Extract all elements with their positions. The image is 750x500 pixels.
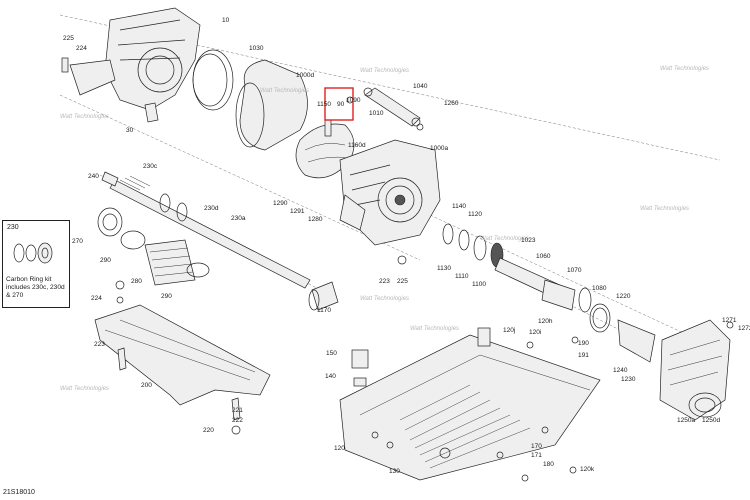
pump-shaft-components: [442, 223, 611, 333]
callout-230c: 230c: [143, 163, 158, 170]
callout-1040: 1040: [413, 83, 428, 90]
watermark-text: Watt Technologies: [360, 68, 409, 74]
callout-290: 290: [161, 293, 172, 300]
callout-222: 222: [232, 417, 243, 424]
callout-1220: 1220: [616, 293, 631, 300]
callout-200: 200: [141, 382, 152, 389]
watermark-text: Watt Technologies: [640, 206, 689, 212]
callout-1240: 1240: [613, 367, 628, 374]
carbon-ring-kit-box: 230 Carbon Ring kit includes 230c, 230d …: [2, 220, 70, 308]
callout-150: 150: [326, 350, 337, 357]
watermark-text: Watt Technologies: [260, 88, 309, 94]
callout-1030: 1030: [249, 45, 264, 52]
watermark-text: Watt Technologies: [360, 296, 409, 302]
callout-220: 220: [203, 427, 214, 434]
callout-224: 224: [76, 45, 87, 52]
callout-1250d: 1250d: [702, 417, 720, 424]
callout-1160d: 1160d: [348, 142, 366, 149]
kit-rings-illustration: [13, 242, 53, 264]
callout-1100: 1100: [472, 281, 486, 288]
callout-30: 30: [126, 127, 134, 134]
watermark-text: Watt Technologies: [60, 386, 109, 392]
callout-290: 290: [100, 257, 111, 264]
callout-1060: 1060: [536, 253, 551, 260]
watermark-text: Watt Technologies: [660, 66, 709, 72]
drive-shaft: [101, 171, 311, 289]
watermark-text: Watt Technologies: [410, 326, 459, 332]
shaft-boot: [97, 207, 210, 286]
callout-1000d: 1000d: [296, 72, 314, 79]
callout-223: 223: [379, 278, 390, 285]
callout-120k: 120k: [580, 466, 595, 473]
bearing-1170: [308, 281, 339, 311]
pump-cone: [617, 319, 731, 421]
callout-1271: 1271: [722, 317, 737, 324]
callout-190: 190: [578, 340, 589, 347]
callout-120i: 120i: [529, 329, 541, 336]
callout-1150: 1150: [317, 101, 331, 108]
callout-280: 280: [131, 278, 142, 285]
callout-140: 140: [325, 373, 336, 380]
callout-191: 191: [578, 352, 589, 359]
callout-171: 171: [531, 452, 542, 459]
callout-1280: 1280: [308, 216, 323, 223]
watermark-text: Watt Technologies: [60, 114, 109, 120]
callout-230a: 230a: [231, 215, 246, 222]
callout-1010: 1010: [369, 110, 384, 117]
callout-1230: 1230: [621, 376, 636, 383]
support-frame: [94, 304, 271, 435]
callout-90: 90: [337, 101, 345, 108]
hardware-fasteners: [115, 255, 734, 482]
callout-224: 224: [91, 295, 102, 302]
highlight-box: [324, 87, 354, 121]
callout-130: 130: [389, 468, 400, 475]
ride-plate: [339, 327, 601, 481]
pump-housing-top: [61, 7, 201, 123]
callout-225: 225: [63, 35, 74, 42]
callout-1080: 1080: [592, 285, 607, 292]
callout-10: 10: [222, 17, 230, 24]
callout-240: 240: [88, 173, 99, 180]
kit-note: Carbon Ring kit includes 230c, 230d & 27…: [6, 276, 65, 299]
callout-225: 225: [397, 278, 408, 285]
callout-230d: 230d: [204, 205, 219, 212]
wear-rings: [192, 49, 308, 151]
callout-1140: 1140: [452, 203, 466, 210]
callout-170: 170: [531, 443, 542, 450]
callout-180: 180: [543, 461, 554, 468]
pump-housing-main: [339, 139, 441, 246]
reference-code: 21S18010: [3, 489, 35, 496]
watermark-text: Watt Technologies: [480, 236, 529, 242]
callout-1120: 1120: [468, 211, 482, 218]
callout-1070: 1070: [567, 267, 582, 274]
callout-223: 223: [94, 341, 105, 348]
callout-221: 221: [232, 407, 243, 414]
callout-1000a: 1000a: [430, 145, 448, 152]
callout-120h: 120h: [538, 318, 553, 325]
callout-1170: 1170: [317, 307, 331, 314]
kit-number: 230: [7, 224, 19, 231]
callout-1250a: 1250a: [677, 417, 695, 424]
callout-1290: 1290: [273, 200, 288, 207]
callout-1023: 1023: [521, 237, 536, 244]
callout-1130: 1130: [437, 265, 451, 272]
callout-270: 270: [72, 238, 83, 245]
callout-120: 120: [334, 445, 345, 452]
callout-120j: 120j: [503, 327, 515, 334]
callout-1090: 1090: [346, 97, 361, 104]
callout-1260: 1260: [444, 100, 459, 107]
callout-1110: 1110: [455, 273, 469, 280]
callout-1291: 1291: [290, 208, 305, 215]
linkage-bar: [346, 87, 424, 131]
